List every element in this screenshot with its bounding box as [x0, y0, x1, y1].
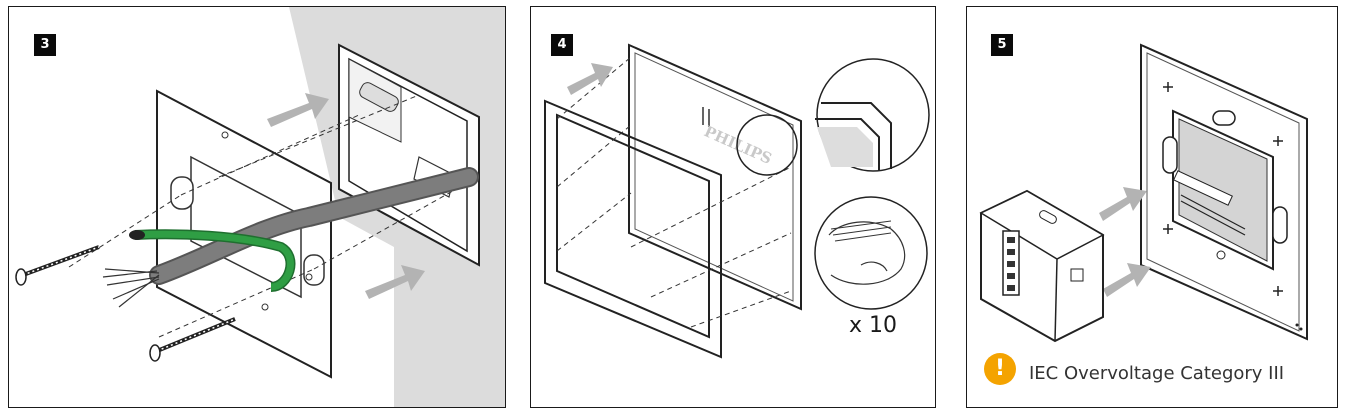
frame-assembly-illustration: PHILIPS [544, 43, 930, 359]
overvoltage-warning-label: IEC Overvoltage Category III [1029, 363, 1285, 384]
step-3-panel: 3 [8, 6, 506, 408]
exclamation-icon: ! [984, 353, 1016, 385]
step-number-badge: 4 [551, 34, 573, 56]
step-number-badge: 5 [991, 34, 1013, 56]
quantity-label: x 10 [849, 313, 898, 338]
module-insertion-illustration [979, 43, 1308, 343]
mounting-box-illustration [15, 7, 505, 407]
step-number-badge: 3 [34, 34, 56, 56]
step-5-panel: 5 ! IEC Overv [966, 6, 1338, 408]
step-4-panel: 4 PHILIPS x 10 [530, 6, 936, 408]
